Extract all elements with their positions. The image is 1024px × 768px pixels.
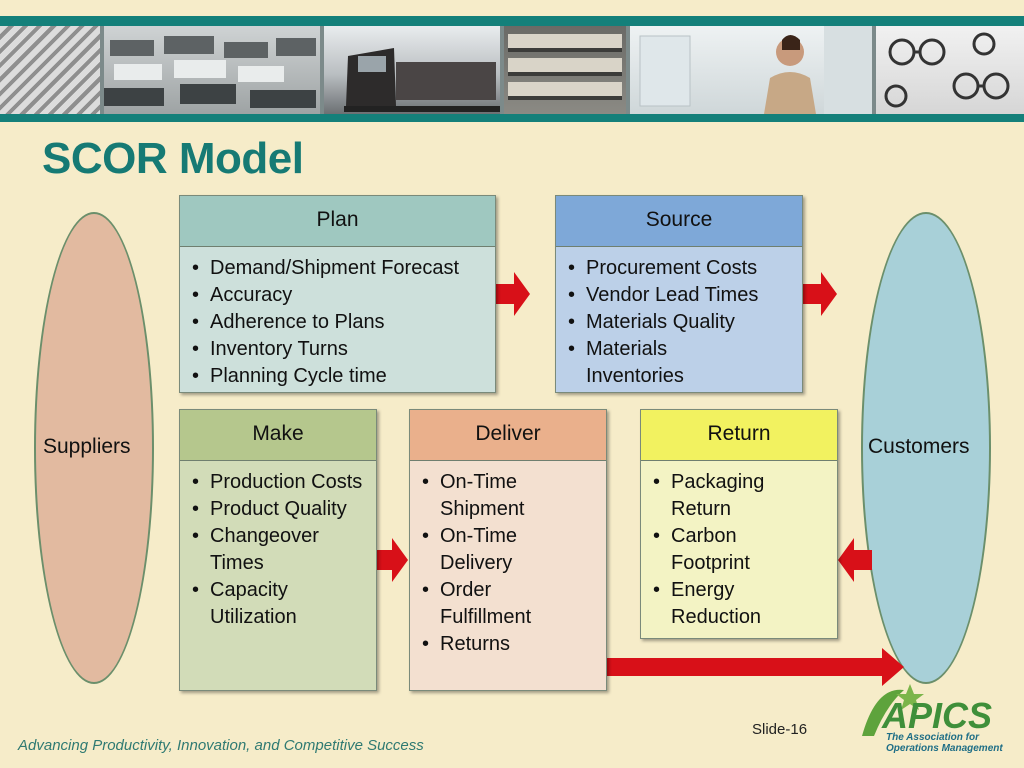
source-box: Source Procurement Costs Vendor Lead Tim… (555, 195, 803, 393)
plan-to-source-arrow (496, 272, 530, 316)
customers-to-return-arrow (838, 538, 872, 582)
train-icon (344, 48, 500, 112)
photo-pallets (0, 26, 100, 114)
make-box: Make Production Costs Product Quality Ch… (179, 409, 377, 691)
person-icon (639, 26, 872, 114)
photo-banner (0, 26, 1024, 114)
deliver-item: On-Time Delivery (418, 523, 548, 577)
apics-tagline-line-1: The Association for (886, 732, 979, 743)
plan-item: Demand/Shipment Forecast (188, 255, 495, 282)
deliver-to-customers-arrow (606, 648, 904, 686)
return-metrics-list: Packaging Return Carbon Footprint Energy… (649, 469, 779, 631)
deliver-body: On-Time Shipment On-Time Delivery Order … (410, 461, 548, 658)
apics-logo-tagline: The Association for Operations Managemen… (886, 732, 1003, 754)
plan-item: Inventory Turns (188, 336, 495, 363)
make-item: Changeover Times (188, 523, 376, 577)
deliver-item: On-Time Shipment (418, 469, 548, 523)
return-body: Packaging Return Carbon Footprint Energy… (641, 461, 779, 631)
footer-tagline: Advancing Productivity, Innovation, and … (18, 737, 424, 754)
plan-body: Demand/Shipment Forecast Accuracy Adhere… (180, 247, 495, 390)
make-item: Product Quality (188, 496, 376, 523)
plan-header: Plan (180, 196, 495, 247)
make-header: Make (180, 410, 376, 461)
source-to-customers-arrow (803, 272, 837, 316)
customers-label: Customers (868, 435, 970, 458)
apics-logo-text: APICS (881, 695, 992, 736)
deliver-item: Returns (418, 631, 548, 658)
make-metrics-list: Production Costs Product Quality Changeo… (188, 469, 376, 631)
deliver-box: Deliver On-Time Shipment On-Time Deliver… (409, 409, 607, 691)
photo-train (324, 26, 500, 114)
apics-logo-icon: APICS (862, 684, 992, 736)
plan-item: Adherence to Plans (188, 309, 495, 336)
photo-glasses (876, 26, 1024, 114)
eyeglasses-icon (884, 32, 1010, 108)
banner-bottom-stripe (0, 114, 1024, 122)
customers-ellipse (861, 212, 991, 684)
source-item: Vendor Lead Times (564, 282, 764, 309)
slide-number: Slide-16 (752, 721, 808, 738)
source-item: Procurement Costs (564, 255, 764, 282)
plan-metrics-list: Demand/Shipment Forecast Accuracy Adhere… (188, 255, 495, 390)
photo-warehouse (504, 26, 626, 114)
make-to-deliver-arrow (376, 538, 408, 582)
source-body: Procurement Costs Vendor Lead Times Mate… (556, 247, 764, 390)
deliver-item: Order Fulfillment (418, 577, 548, 631)
deliver-metrics-list: On-Time Shipment On-Time Delivery Order … (418, 469, 548, 658)
apics-tagline-line-2: Operations Management (886, 743, 1003, 754)
deliver-header: Deliver (410, 410, 606, 461)
photo-containers (104, 26, 320, 114)
source-item: Materials Quality (564, 309, 764, 336)
make-item: Production Costs (188, 469, 376, 496)
return-box: Return Packaging Return Carbon Footprint… (640, 409, 838, 639)
source-item: Materials Inventories (564, 336, 764, 390)
make-body: Production Costs Product Quality Changeo… (180, 461, 376, 631)
plan-item: Accuracy (188, 282, 495, 309)
suppliers-label: Suppliers (43, 435, 131, 458)
make-item: Capacity Utilization (188, 577, 376, 631)
source-metrics-list: Procurement Costs Vendor Lead Times Mate… (564, 255, 764, 390)
photo-office-worker (630, 26, 872, 114)
warehouse-shelves-icon (508, 34, 622, 100)
plan-item: Planning Cycle time (188, 363, 495, 390)
return-item: Energy Reduction (649, 577, 779, 631)
banner-top-stripe (0, 16, 1024, 26)
containers-icon (104, 36, 316, 108)
plan-box: Plan Demand/Shipment Forecast Accuracy A… (179, 195, 496, 393)
return-item: Packaging Return (649, 469, 779, 523)
source-header: Source (556, 196, 802, 247)
suppliers-ellipse (34, 212, 154, 684)
return-item: Carbon Footprint (649, 523, 779, 577)
return-header: Return (641, 410, 837, 461)
slide-title: SCOR Model (42, 134, 304, 183)
